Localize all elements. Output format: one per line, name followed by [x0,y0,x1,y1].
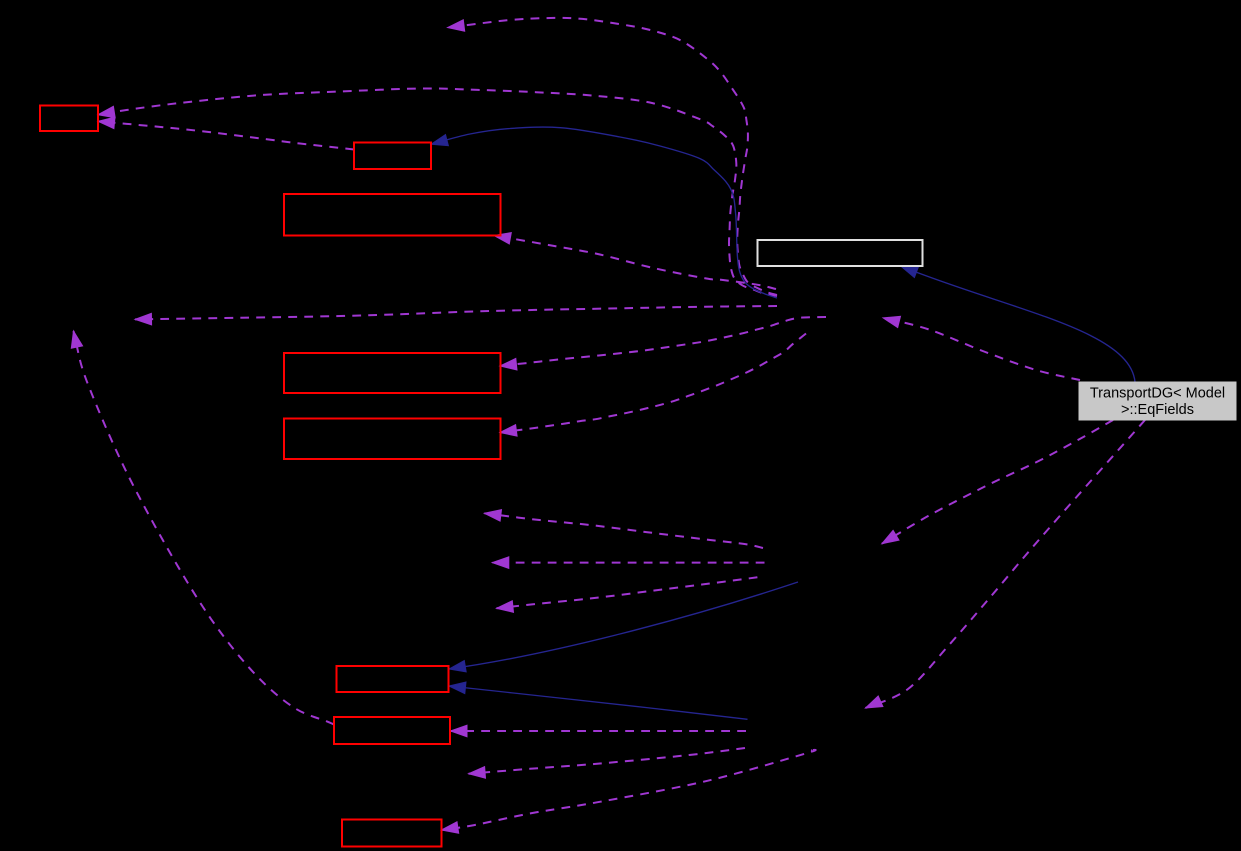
svg-text:>::EqFields: >::EqFields [1121,402,1194,418]
svg-text:TransportDG< Model: TransportDG< Model [1090,386,1225,402]
